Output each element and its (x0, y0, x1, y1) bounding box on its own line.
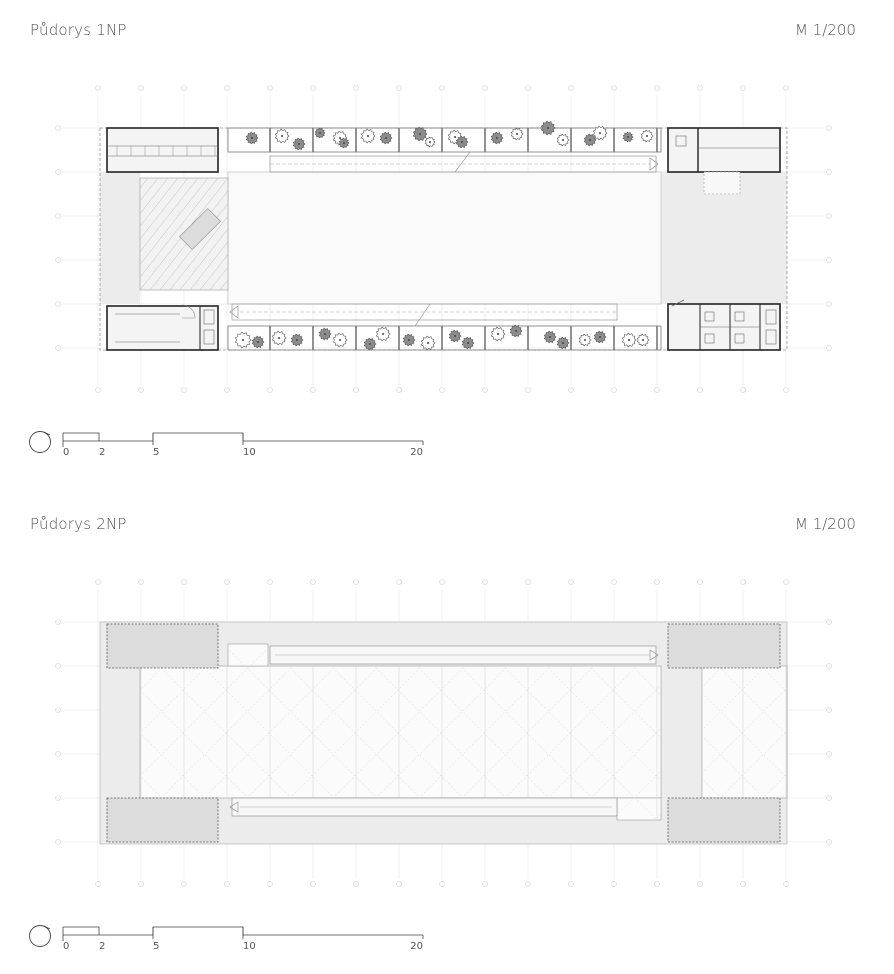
scale-tick-label: 20 (410, 941, 423, 952)
tree-icon (234, 120, 654, 351)
volume-left-top (106, 623, 219, 669)
scale-tick-label: 20 (410, 447, 423, 458)
plan-2np-title: Půdorys 2NP (30, 515, 127, 533)
ramp-icon (229, 151, 659, 327)
scale-tick-label: 10 (243, 941, 256, 952)
room-right-top (667, 127, 781, 195)
planter-row-bottom (227, 325, 662, 351)
room-left-top (106, 127, 219, 173)
plan-1np-scale: M 1/200 (795, 21, 856, 39)
floor-plan-1np: 0 2 5 10 20 (29, 85, 832, 458)
central-courtyard (227, 171, 662, 305)
scale-tick-label: 0 (63, 941, 69, 952)
side-corridor-left (100, 172, 140, 304)
north-arrow-icon (29, 431, 51, 453)
volume-left-bottom (106, 797, 219, 843)
scale-tick-label: 5 (153, 447, 159, 458)
room-left-bottom (106, 304, 219, 351)
volume-right-bottom (667, 797, 781, 843)
scale-tick-label: 10 (243, 447, 256, 458)
scale-tick-label: 2 (99, 941, 105, 952)
scale-tick-label: 0 (63, 447, 69, 458)
scale-tick-label: 2 (99, 447, 105, 458)
north-arrow-icon (29, 925, 51, 947)
ramp-icon (229, 645, 659, 817)
stair-icon (139, 177, 229, 291)
scale-bar: 0 2 5 10 20 (29, 431, 424, 458)
planter-row-top (227, 127, 662, 153)
plan-2np-scale: M 1/200 (795, 515, 856, 533)
volume-right-top (667, 623, 781, 669)
plan-1np-title: Půdorys 1NP (30, 21, 127, 39)
scale-bar: 0 2 5 10 20 (29, 925, 424, 952)
scale-tick-label: 5 (153, 941, 159, 952)
room-right-bottom (667, 299, 781, 351)
floor-plan-2np: 0 2 5 10 20 (29, 579, 832, 952)
